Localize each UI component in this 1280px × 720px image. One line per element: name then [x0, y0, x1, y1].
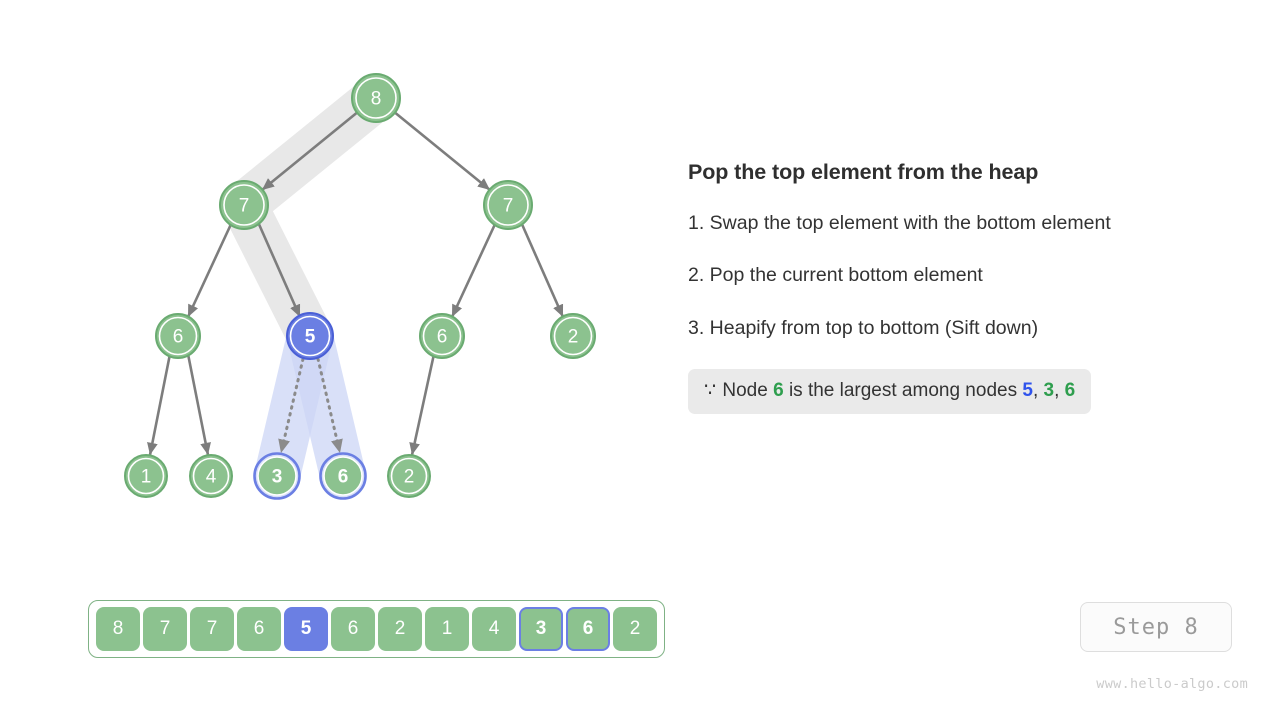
instruction-step-1: 1. Swap the top element with the bottom … — [688, 211, 1111, 234]
tree-edge-dotted — [316, 357, 343, 455]
note-comma-2: , — [1054, 379, 1060, 401]
tree-node-5-selected[interactable]: 5 — [286, 312, 334, 360]
instruction-step-2: 2. Pop the current bottom element — [688, 264, 983, 287]
note-prefix: Node — [722, 379, 768, 401]
tree-edge-dotted — [278, 357, 305, 455]
array-cell[interactable]: 8 — [96, 607, 140, 651]
array-cell[interactable]: 1 — [425, 607, 469, 651]
note-candidate-1: 5 — [1022, 379, 1033, 401]
tree-node-label: 5 — [305, 327, 316, 348]
tree-node-label: 6 — [437, 327, 448, 348]
tree-edge-group — [147, 109, 565, 456]
array-cell-ringed[interactable]: 3 — [519, 607, 563, 651]
watermark: www.hello-algo.com — [1096, 676, 1248, 692]
tree-node-3-ringed[interactable]: 3 — [253, 452, 301, 500]
explanation-panel: Pop the top element from the heap 1. Swa… — [688, 160, 1228, 414]
tree-node-7-left[interactable]: 7 — [219, 180, 269, 230]
array-cell[interactable]: 7 — [190, 607, 234, 651]
note-candidate-3: 6 — [1064, 379, 1076, 401]
heap-tree-diagram: 8 7 7 6 5 6 2 — [124, 73, 596, 500]
array-cell[interactable]: 6 — [237, 607, 281, 651]
tree-edge — [519, 221, 565, 318]
tree-edge — [409, 353, 436, 456]
tree-node-6-right[interactable]: 6 — [419, 313, 465, 359]
tree-node-2-left[interactable]: 2 — [387, 454, 431, 498]
tree-node-label: 6 — [338, 467, 349, 488]
array-cell[interactable]: 2 — [613, 607, 657, 651]
tree-node-group: 8 7 7 6 5 6 2 — [124, 73, 596, 500]
tree-edge — [392, 109, 491, 192]
tree-node-8[interactable]: 8 — [351, 73, 401, 123]
tree-edge — [256, 221, 302, 318]
tree-node-label: 4 — [206, 467, 217, 488]
tree-edge — [147, 353, 172, 456]
array-cell[interactable]: 2 — [378, 607, 422, 651]
note-middle: is the largest among nodes — [788, 379, 1018, 401]
array-cell[interactable]: 6 — [331, 607, 375, 651]
tree-node-label: 6 — [173, 327, 184, 348]
tree-node-6-ringed[interactable]: 6 — [319, 452, 367, 500]
tree-node-1[interactable]: 1 — [124, 454, 168, 498]
note-comma-1: , — [1032, 379, 1039, 401]
step-badge: Step 8 — [1080, 602, 1232, 652]
because-symbol: ∵ — [704, 379, 718, 401]
heap-array: 8 7 7 6 5 6 2 1 4 3 6 2 — [88, 600, 665, 658]
array-cell-ringed[interactable]: 6 — [566, 607, 610, 651]
tree-edge — [450, 221, 498, 318]
tree-node-label: 3 — [272, 467, 283, 488]
tree-node-6-left[interactable]: 6 — [155, 313, 201, 359]
page-title: Pop the top element from the heap — [688, 160, 1039, 184]
tree-edge — [261, 109, 360, 192]
instruction-step-3: 3. Heapify from top to bottom (Sift down… — [688, 316, 1039, 339]
tree-edge — [186, 353, 211, 456]
tree-node-7-right[interactable]: 7 — [483, 180, 533, 230]
tree-node-2-right[interactable]: 2 — [550, 313, 596, 359]
highlight-path-group — [221, 75, 399, 499]
array-cell[interactable]: 7 — [143, 607, 187, 651]
tree-node-label: 8 — [371, 89, 382, 110]
tree-node-label: 1 — [141, 467, 152, 488]
note-node-value: 6 — [773, 379, 784, 401]
tree-node-4[interactable]: 4 — [189, 454, 233, 498]
reasoning-note: ∵ Node 6 is the largest among nodes 5, 3… — [688, 368, 1092, 414]
tree-edge — [186, 221, 234, 318]
note-candidate-2: 3 — [1043, 379, 1055, 401]
tree-node-label: 7 — [503, 196, 514, 217]
tree-node-label: 7 — [239, 196, 250, 217]
tree-node-label: 2 — [404, 467, 415, 488]
tree-node-label: 2 — [568, 327, 579, 348]
array-cell-selected[interactable]: 5 — [284, 607, 328, 651]
array-cell[interactable]: 4 — [472, 607, 516, 651]
